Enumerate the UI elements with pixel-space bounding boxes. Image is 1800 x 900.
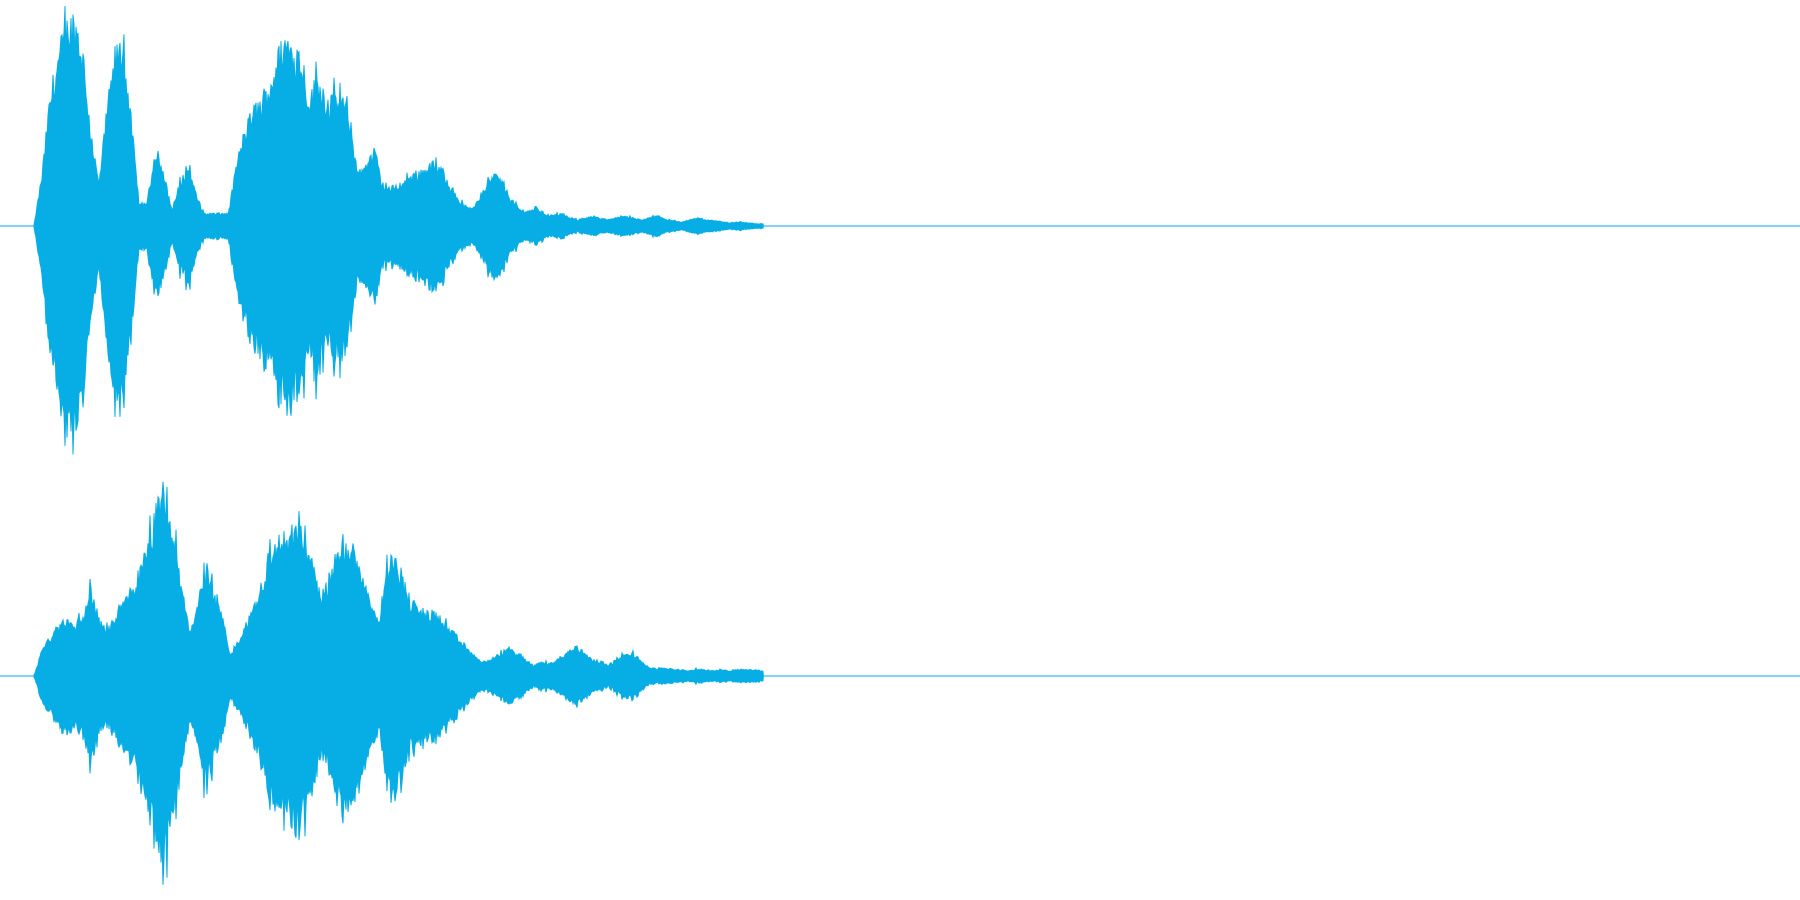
waveform-channel-2[interactable] (0, 481, 1800, 885)
waveform-channel-1[interactable] (0, 5, 1800, 455)
channel-2-waveform (33, 481, 764, 885)
channel-1-waveform (33, 5, 764, 455)
